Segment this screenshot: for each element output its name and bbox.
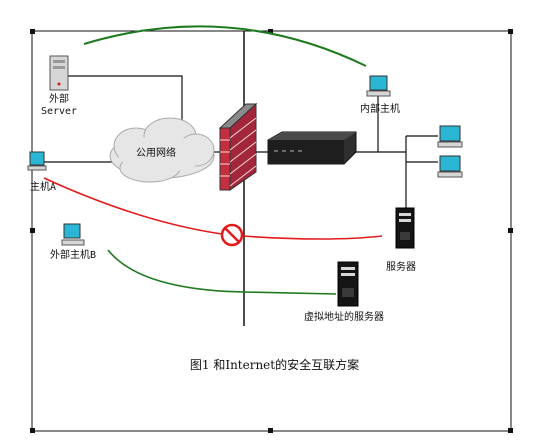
blocked-link-right bbox=[241, 235, 383, 240]
external-host-b-label: 外部主机B bbox=[50, 250, 97, 261]
router-icon bbox=[267, 131, 357, 165]
blocked-link-curve bbox=[43, 177, 223, 235]
host-a-label: 主机A bbox=[30, 182, 57, 193]
firewall-icon bbox=[218, 102, 258, 191]
wiring bbox=[38, 75, 438, 208]
virtual-address-server-icon bbox=[337, 261, 359, 307]
internal-host-label: 内部主机 bbox=[360, 104, 400, 115]
server-tower-icon bbox=[395, 207, 415, 249]
virtual-address-server-label: 虚拟地址的服务器 bbox=[304, 312, 384, 323]
selection-handles[interactable] bbox=[30, 29, 513, 433]
host-a-computer-icon bbox=[27, 151, 47, 171]
no-entry-icon bbox=[220, 223, 244, 247]
secure-link-virtual-server bbox=[107, 249, 337, 295]
secure-link-top-arc bbox=[83, 25, 367, 67]
external-server-label: 外部 Server bbox=[40, 94, 78, 117]
external-host-b-computer-icon bbox=[61, 223, 85, 246]
public-network-label: 公用网络 bbox=[136, 148, 176, 159]
external-server-icon bbox=[49, 55, 69, 91]
internal-pc-1-icon bbox=[437, 125, 463, 148]
diagram-caption: 图1 和Internet的安全互联方案 bbox=[189, 358, 360, 372]
server-label: 服务器 bbox=[386, 262, 416, 273]
internal-host-computer-icon bbox=[366, 75, 391, 97]
internal-pc-2-icon bbox=[437, 155, 463, 178]
